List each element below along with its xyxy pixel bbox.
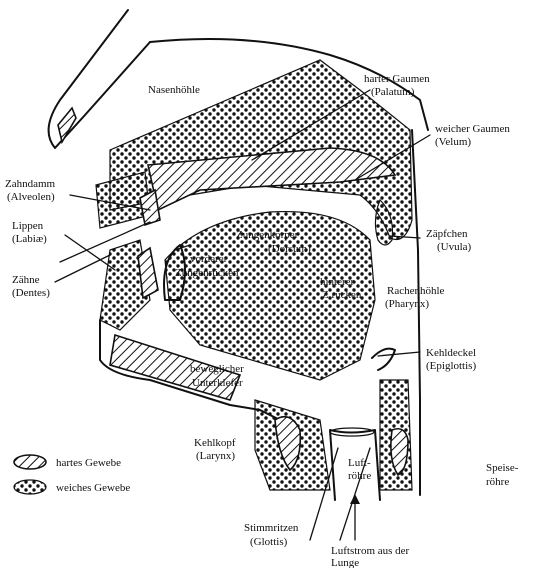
label-vorderer: vorderer (190, 253, 228, 265)
legend-hard-swatch (14, 455, 46, 469)
legend-soft-swatch (14, 480, 46, 494)
label-kehlkopf: Kehlkopf (194, 437, 236, 449)
label-velum: (Velum) (435, 136, 471, 148)
label-kehldeckel: Kehldeckel (426, 347, 476, 359)
epiglottis (372, 349, 395, 370)
label-pharynx: (Pharynx) (385, 298, 429, 310)
label-zaehne: Zähne (12, 274, 40, 286)
label-lunge: Lunge (331, 557, 359, 568)
label-zungenruecken: Zungenrücken (175, 267, 239, 279)
label-hinterer: hinterer (320, 276, 355, 288)
legend-soft-label: weiches Gewebe (56, 482, 130, 494)
label-zungenkoerper: Zungenkörper (236, 229, 299, 241)
label-roehre: röhre (348, 470, 371, 482)
label-epiglottis: (Epiglottis) (426, 360, 476, 372)
label-zruecken: Z.rücken (322, 289, 362, 301)
label-dorsum: (Dorsum) (268, 243, 311, 255)
label-weicher-gaumen: weicher Gaumen (435, 123, 510, 135)
label-luftstrom: Luftstrom aus der (331, 545, 410, 557)
label-nasenhoehle: Nasenhöhle (148, 84, 200, 96)
label-zaepfchen: Zäpfchen (426, 228, 468, 240)
label-unterkiefer: Unterkiefer (192, 377, 243, 389)
label-larynx: (Larynx) (196, 450, 235, 462)
label-speiseroehre: röhre (486, 476, 509, 488)
label-uvula: (Uvula) (437, 241, 472, 253)
legend-hard-label: hartes Gewebe (56, 457, 121, 469)
nasal-bone (58, 108, 76, 142)
label-zahndamm: Zahndamm (5, 178, 56, 190)
label-luft: Luft- (348, 457, 371, 469)
label-stimmritzen: Stimmritzen (244, 522, 299, 534)
label-lippen: Lippen (12, 220, 44, 232)
label-speise: Speise- (486, 462, 519, 474)
label-rachenhoehle: Rachenhöhle (387, 285, 445, 297)
label-alveolen: (Alveolen) (7, 191, 55, 203)
label-glottis: (Glottis) (250, 536, 288, 548)
legend: hartes Gewebe weiches Gewebe (14, 455, 130, 494)
pharynx-wall (412, 130, 420, 495)
label-palatum: (Palatum) (371, 86, 415, 98)
label-beweglicher: beweglicher (190, 363, 244, 375)
label-dentes: (Dentes) (12, 287, 50, 299)
label-harter-gaumen: harter Gaumen (364, 73, 430, 85)
label-labiae: (Labiæ) (12, 233, 47, 245)
